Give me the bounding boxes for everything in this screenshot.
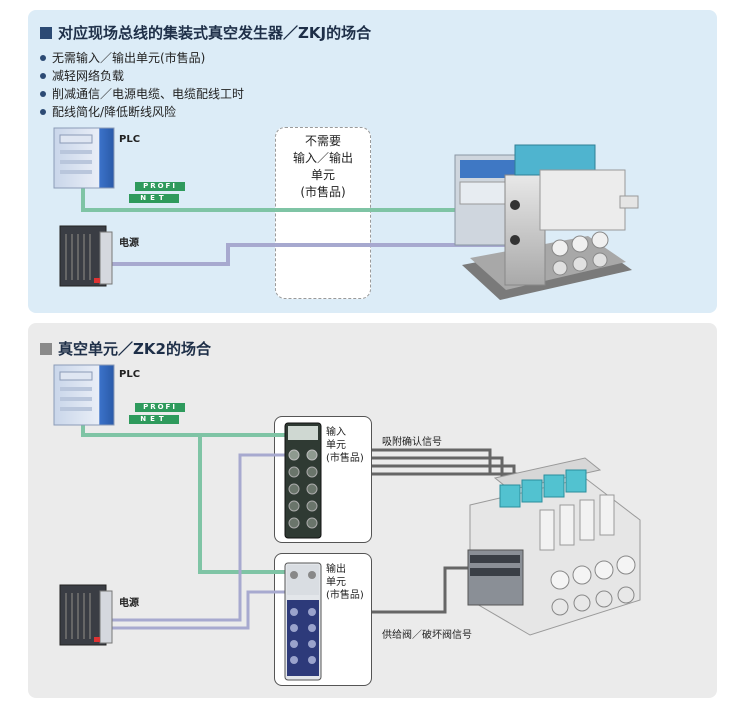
no-io-unit-note: 不需要 输入／输出 单元 (市售品) [275,127,371,299]
top-wires [81,180,515,266]
plc-label-bottom: PLC [119,369,141,380]
zkj-vacuum-manifold [454,144,639,300]
benefit-list: 无需输入／输出单元(市售品) 减轻网络负载 削减通信／电源电缆、电缆配线工时 配… [40,49,244,121]
bottom-network-cable-2 [198,435,290,574]
title-square-icon [40,342,52,355]
benefit-item: 配线简化/降低断线风险 [40,103,244,121]
input-signal-line-1 [372,448,492,475]
output-unit-device [284,562,322,681]
profinet-logo-text-top-1: PROFI [143,182,177,190]
output-unit-label: 输出 单元 (市售品) [326,564,364,601]
input-unit-label: 输入 单元 (市售品) [326,427,364,464]
bullet-dot-icon [40,109,46,115]
plc-device-bottom [53,364,115,426]
benefit-item: 削减通信／电源电缆、电缆配线工时 [40,85,244,103]
top-power-cable [110,243,515,266]
input-signal-line-3 [372,464,516,489]
benefit-item: 无需输入／输出单元(市售品) [40,49,244,67]
top-network-cable [81,180,515,212]
profinet-logo-text-bottom-2: NET [140,415,168,423]
zk2-vacuum-manifold [467,457,641,636]
bottom-power-cable-2 [110,590,290,630]
bottom-power-cable-1 [110,453,290,622]
zk2-panel-title: 真空单元／ZK2的场合 [40,338,211,359]
output-signal-line [372,566,470,614]
plc-device-top [53,127,115,189]
input-signal-line-2 [372,456,504,482]
plc-label-top: PLC [119,134,141,145]
bottom-network-cable [81,425,290,437]
power-supply-top [59,225,113,287]
bullet-dot-icon [40,73,46,79]
supply-release-valve-signal-label: 供给阀／破坏阀信号 [382,630,472,641]
bullet-dot-icon [40,55,46,61]
profinet-logo-top [129,182,185,203]
profinet-logo-text-top-2: NET [140,194,168,202]
profinet-logo-bottom [129,403,185,424]
zkj-panel-title: 对应现场总线的集装式真空发生器／ZKJ的场合 [40,22,371,43]
power-label-top: 电源 [119,238,139,249]
benefit-item: 减轻网络负载 [40,67,244,85]
profinet-logo-text-bottom-1: PROFI [143,403,177,411]
title-square-icon [40,26,52,39]
suction-confirm-signal-label: 吸附确认信号 [382,437,442,448]
bottom-wires [81,425,528,630]
power-label-bottom: 电源 [119,598,139,609]
input-unit-device [284,422,322,539]
power-supply-bottom [59,584,113,646]
bullet-dot-icon [40,91,46,97]
